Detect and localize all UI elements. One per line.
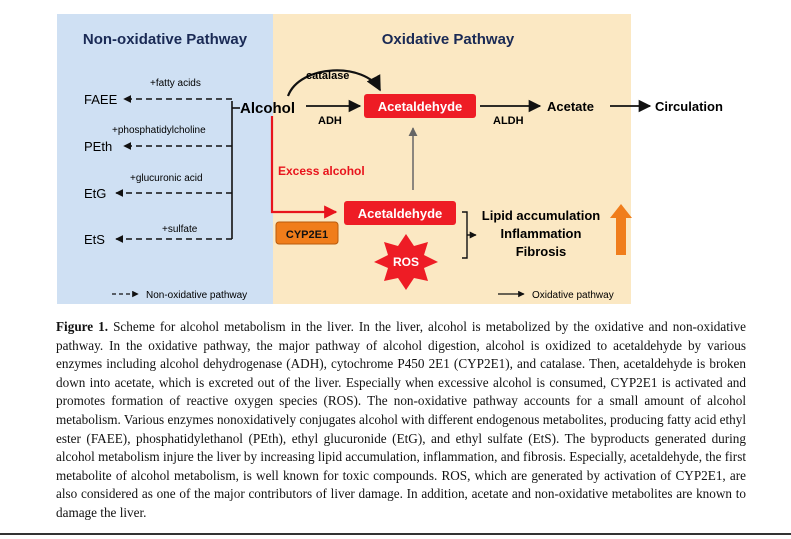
acetaldehyde-top-box	[364, 94, 476, 118]
increase-up-arrow	[610, 204, 632, 255]
non-oxidative-title: Non-oxidative Pathway	[83, 31, 248, 48]
catalase-label: catalase	[306, 70, 349, 82]
etg-substrate: +glucuronic acid	[130, 173, 203, 184]
effect-inflammation: Inflammation	[501, 226, 582, 241]
ros-label: ROS	[393, 255, 419, 269]
ets-label: EtS	[84, 232, 105, 247]
catalase-arrow	[286, 69, 381, 97]
acetaldehyde-top-label: Acetaldehyde	[378, 99, 463, 114]
cyp2e1-label: CYP2E1	[286, 229, 328, 241]
ets-substrate: +sulfate	[162, 224, 198, 235]
effect-lipid-accumulation: Lipid accumulation	[482, 208, 601, 223]
figure-label: Figure 1.	[56, 319, 109, 334]
bottom-rule	[0, 533, 791, 535]
peth-substrate: +phosphatidylcholine	[112, 125, 206, 136]
acetaldehyde-bottom-box	[344, 201, 456, 225]
caption-text: Scheme for alcohol metabolism in the liv…	[56, 319, 746, 520]
ros-starburst	[374, 234, 438, 290]
acetaldehyde-bottom-label: Acetaldehyde	[358, 206, 443, 221]
alcohol-label: Alcohol	[240, 100, 295, 117]
etg-label: EtG	[84, 186, 106, 201]
excess-alcohol-path	[270, 116, 338, 219]
faee-label: FAEE	[84, 92, 118, 107]
aldh-label: ALDH	[493, 115, 524, 127]
circulation-label: Circulation	[655, 99, 723, 114]
excess-alcohol-label: Excess alcohol	[278, 164, 365, 178]
alcohol-metabolism-figure: Non-oxidative Pathway Oxidative Pathway …	[57, 14, 723, 304]
non-oxidative-panel	[57, 14, 273, 304]
figure-caption: Figure 1. Scheme for alcohol metabolism …	[56, 318, 746, 523]
cyp2e1-box	[275, 221, 339, 245]
oxidative-panel	[273, 14, 631, 304]
oxidative-title: Oxidative Pathway	[382, 31, 515, 48]
effect-fibrosis: Fibrosis	[516, 244, 567, 259]
adh-label: ADH	[318, 115, 342, 127]
acetate-label: Acetate	[547, 99, 594, 114]
peth-label: PEth	[84, 139, 112, 154]
pathway-diagram: Non-oxidative Pathway Oxidative Pathway …	[57, 14, 723, 304]
faee-substrate: +fatty acids	[150, 78, 201, 89]
legend-ox-label: Oxidative pathway	[532, 290, 614, 301]
legend-non-ox-label: Non-oxidative pathway	[146, 290, 247, 301]
